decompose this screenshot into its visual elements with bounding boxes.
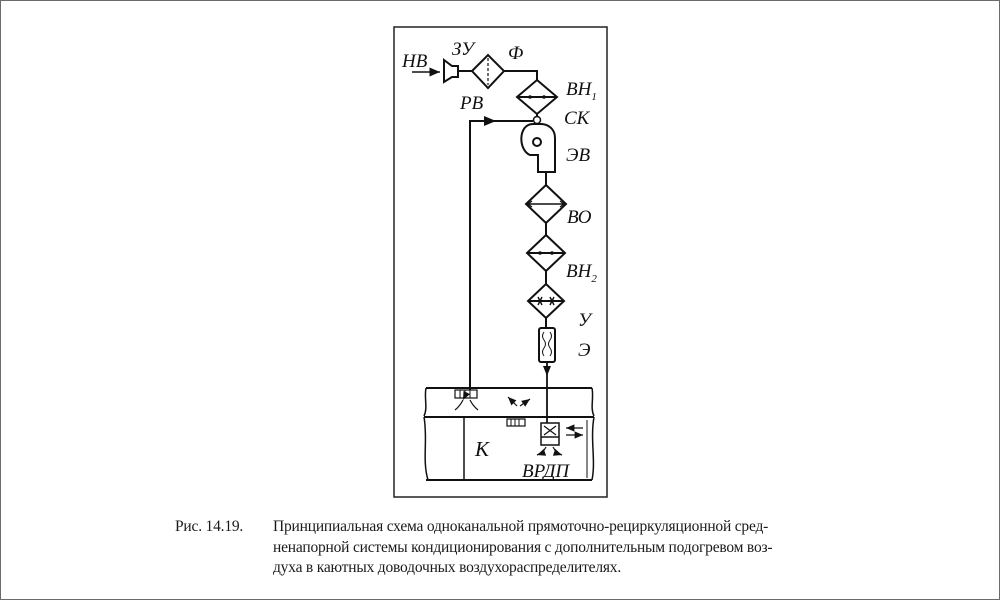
label-recirc-air: РВ bbox=[459, 93, 484, 114]
transfer-grille-icon bbox=[506, 418, 526, 427]
label-humidifier: У bbox=[578, 310, 593, 331]
label-terminal-unit: ВРДП bbox=[522, 461, 570, 482]
filter-icon bbox=[470, 53, 506, 90]
label-intake-device: ЗУ bbox=[452, 39, 476, 60]
electric-heater-icon bbox=[538, 327, 556, 363]
figure-number: Рис. 14.19. bbox=[175, 518, 244, 535]
exhaust-grille-icon bbox=[454, 389, 479, 411]
fan-icon bbox=[520, 123, 556, 173]
preheater-1-icon bbox=[515, 78, 559, 116]
label-fan: ЭВ bbox=[566, 145, 590, 166]
cabin-structure bbox=[423, 387, 595, 481]
label-reheater-2: ВН2 bbox=[566, 261, 597, 285]
label-filter: Ф bbox=[508, 43, 523, 64]
mixing-chamber-icon bbox=[532, 115, 542, 125]
label-air-cooler: ВО bbox=[567, 207, 592, 228]
overflow-arrows bbox=[507, 396, 531, 407]
humidifier-icon bbox=[526, 282, 566, 320]
air-cooler-icon bbox=[524, 183, 568, 225]
intake-device-icon bbox=[443, 58, 472, 84]
label-electric-heater: Э bbox=[578, 340, 590, 361]
recirculation-line bbox=[469, 116, 533, 390]
reheater-2-icon bbox=[525, 233, 567, 273]
terminal-unit-icon bbox=[536, 422, 583, 456]
label-outside-air: НВ bbox=[401, 51, 428, 72]
caption-line-1: Принципиальная схема одноканальной прямо… bbox=[273, 518, 769, 535]
label-cabin: К bbox=[474, 437, 490, 461]
label-mixing-chamber: СК bbox=[564, 108, 591, 129]
label-preheater-1: ВН1 bbox=[566, 79, 597, 103]
caption-line-3: духа в каютных доводочных воздухораспред… bbox=[273, 559, 622, 576]
caption-line-2: ненапорной системы кондиционирования с д… bbox=[273, 538, 773, 556]
figure-frame bbox=[393, 26, 608, 498]
